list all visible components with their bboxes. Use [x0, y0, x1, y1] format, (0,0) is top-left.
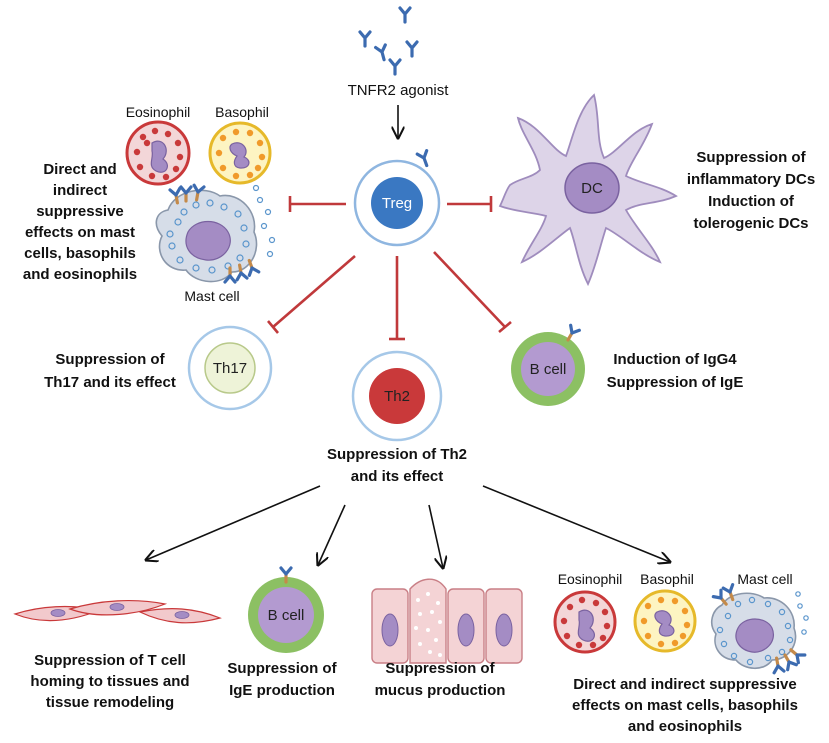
svg-text:Induction of: Induction of	[708, 193, 795, 210]
basophil-bottom	[633, 589, 697, 653]
arrow-to-t-cell-homing	[146, 485, 321, 560]
svg-text:Suppression of: Suppression of	[55, 351, 165, 368]
b-cell-bottom-label: B cell	[268, 607, 305, 624]
svg-text:homing to tissues and: homing to tissues and	[30, 673, 189, 690]
dc-effect-text: Suppression of inflammatory DCs Inductio…	[687, 149, 815, 232]
svg-text:cells, basophils: cells, basophils	[24, 245, 136, 262]
svg-text:suppressive: suppressive	[36, 203, 124, 220]
basophil-top	[208, 121, 272, 185]
svg-text:Th17 and its effect: Th17 and its effect	[44, 374, 176, 391]
mast-cell-bottom	[710, 583, 809, 675]
svg-text:Direct and: Direct and	[43, 161, 116, 178]
svg-text:tolerogenic DCs: tolerogenic DCs	[693, 215, 808, 232]
th17-effect-text: Suppression of Th17 and its effect	[44, 351, 176, 391]
svg-text:inflammatory DCs: inflammatory DCs	[687, 171, 815, 188]
svg-text:Suppression of: Suppression of	[385, 660, 495, 677]
th2-label: Th2	[384, 388, 410, 405]
tissue-cells	[13, 599, 222, 624]
granulocytes-bottom-effect-text: Direct and indirect suppressive effects …	[572, 676, 798, 735]
mucus-effect-text: Suppression of mucus production	[375, 660, 506, 699]
granulocytes-top-effect-text: Direct and indirect suppressive effects …	[23, 161, 137, 283]
svg-text:tissue remodeling: tissue remodeling	[46, 694, 174, 711]
th17-cell	[187, 325, 273, 411]
dendritic-cell	[498, 93, 678, 287]
svg-text:effects on mast cells, basophi: effects on mast cells, basophils	[572, 697, 798, 714]
b-cell-bottom	[248, 566, 324, 653]
svg-text:Induction of IgG4: Induction of IgG4	[613, 351, 737, 368]
th17-label: Th17	[213, 360, 247, 377]
eosinophil-top	[125, 120, 191, 186]
mast-cell-top-label: Mast cell	[184, 288, 239, 304]
tnfr2-agonist-antibodies	[358, 6, 419, 76]
agonist-label: TNFR2 agonist	[348, 82, 450, 99]
basophil-top-label: Basophil	[215, 104, 269, 120]
svg-text:Suppression of T cell: Suppression of T cell	[34, 652, 186, 669]
svg-text:Direct and indirect suppressiv: Direct and indirect suppressive	[573, 676, 796, 693]
mast-cell-bottom-label: Mast cell	[737, 571, 792, 587]
ige-production-effect-text: Suppression of IgE production	[227, 660, 337, 699]
dc-label: DC	[581, 180, 603, 197]
inhibition-to-b-cell	[433, 251, 512, 333]
inhibition-to-th17	[267, 255, 356, 334]
epithelial-cells	[371, 578, 523, 664]
mast-cell-top	[155, 183, 276, 284]
treg-cell	[353, 149, 441, 247]
b-cell-top	[511, 323, 585, 406]
th2-effect-text: Suppression of Th2 and its effect	[327, 446, 467, 485]
svg-text:and eosinophils: and eosinophils	[628, 718, 742, 735]
b-cell-effect-text: Induction of IgG4 Suppression of IgE	[607, 351, 744, 391]
eosinophil-bottom-label: Eosinophil	[558, 571, 623, 587]
th2-cell	[351, 350, 443, 442]
svg-text:effects on mast: effects on mast	[25, 224, 135, 241]
eosinophil-top-label: Eosinophil	[126, 104, 191, 120]
svg-text:indirect: indirect	[53, 182, 107, 199]
svg-text:Suppression of: Suppression of	[227, 660, 337, 677]
basophil-bottom-label: Basophil	[640, 571, 694, 587]
svg-text:mucus production: mucus production	[375, 682, 506, 699]
inhibition-to-granulocytes	[288, 196, 346, 212]
svg-text:Suppression of Th2: Suppression of Th2	[327, 446, 467, 463]
b-cell-top-label: B cell	[530, 361, 567, 378]
treg-label: Treg	[382, 195, 412, 212]
svg-text:IgE production: IgE production	[229, 682, 335, 699]
svg-text:Suppression of IgE: Suppression of IgE	[607, 374, 744, 391]
inhibition-to-th2	[389, 256, 405, 341]
inhibition-to-dc	[447, 196, 493, 212]
t-cell-homing-effect-text: Suppression of T cell homing to tissues …	[30, 652, 189, 711]
svg-text:and eosinophils: and eosinophils	[23, 266, 137, 283]
arrow-to-mucus	[428, 504, 443, 568]
arrow-to-ige-production	[318, 504, 346, 565]
svg-text:Suppression of: Suppression of	[696, 149, 806, 166]
arrow-to-granulocytes	[482, 485, 670, 562]
eosinophil-bottom	[553, 590, 617, 654]
svg-text:and its effect: and its effect	[351, 468, 444, 485]
